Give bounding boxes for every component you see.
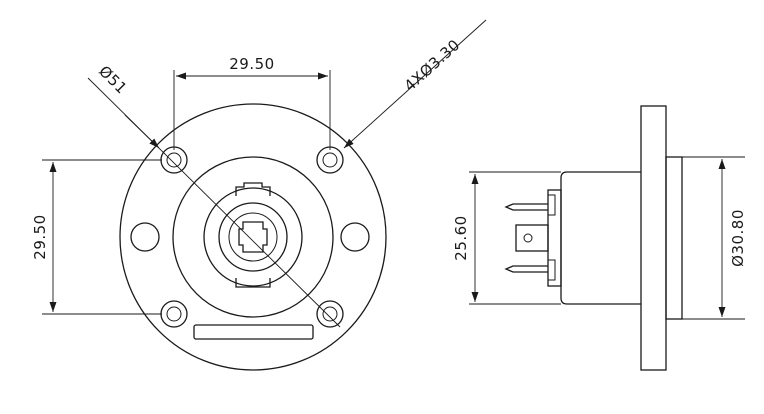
dim-height-label: 29.50: [31, 214, 49, 259]
mounting-hole-bottom-left: [160, 300, 188, 328]
side-view: 25.60 Ø30.80: [452, 105, 747, 371]
mounting-hole-bottom-left-inner: [166, 306, 182, 322]
mounting-hole-top-right-inner: [322, 152, 338, 168]
mounting-hole-top-left-inner: [166, 152, 182, 168]
terminal-pin-bottom: [504, 265, 548, 273]
side-body: [560, 171, 641, 305]
terminal-tab-hole: [523, 233, 533, 243]
mounting-hole-top-right: [316, 146, 344, 174]
label-slot: [193, 324, 314, 340]
connector-body-outer: [172, 156, 334, 318]
side-rear-boss: [665, 156, 683, 320]
side-hole-right: [340, 222, 370, 252]
terminal-tab: [515, 224, 549, 252]
dim-side-height-label: 25.60: [452, 215, 470, 260]
holes-leader-line: [343, 19, 487, 149]
terminal-tab-shoulder-top: [547, 194, 556, 216]
connector-body-ring: [203, 187, 303, 287]
connector-socket-ring: [218, 202, 288, 272]
terminal-pin-top: [504, 203, 548, 211]
dim-diameter-label: Ø51: [95, 62, 131, 98]
dim-side-diameter-label: Ø30.80: [729, 209, 747, 267]
mounting-hole-bottom-right-inner: [322, 306, 338, 322]
key-tab-top: [235, 182, 271, 196]
side-hole-left: [130, 222, 160, 252]
diameter-arrow: [124, 114, 160, 149]
side-flange: [640, 105, 667, 371]
terminal-tab-shoulder-bottom: [547, 259, 556, 281]
center-contact: [238, 221, 268, 253]
connector-socket-inner: [228, 212, 278, 262]
mounting-hole-top-left: [160, 146, 188, 174]
flange-outline: [119, 103, 387, 371]
dim-holes-label: 4XØ3.30: [401, 36, 464, 95]
mounting-hole-bottom-right: [316, 300, 344, 328]
front-view: Ø51 4XØ3.30 29.50 29.50: [31, 19, 487, 371]
key-tab-bottom: [235, 278, 271, 288]
dim-width-label: 29.50: [229, 55, 274, 73]
